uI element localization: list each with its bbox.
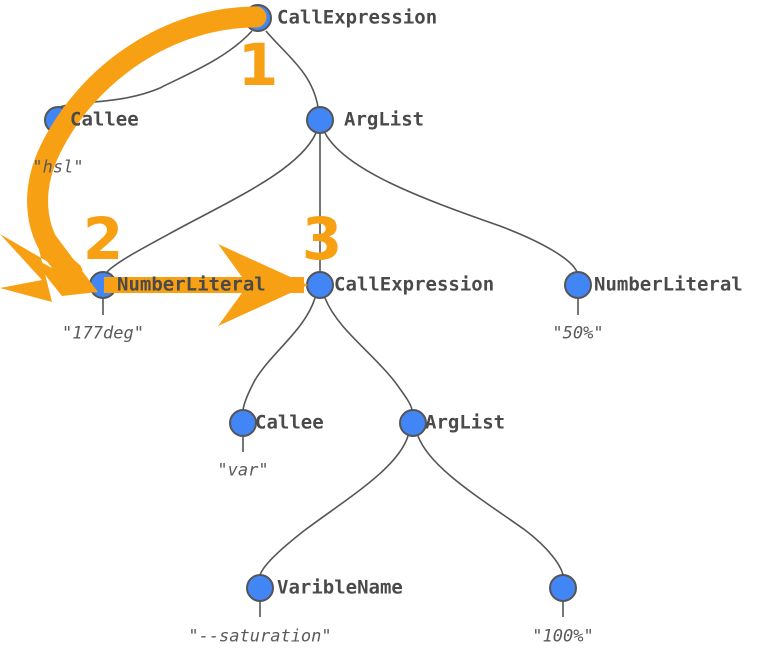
arrowhead-curved-outer (0, 234, 96, 302)
label-arglist-inner: ArgList (425, 411, 506, 434)
node-callee-var[interactable] (229, 409, 257, 437)
node-numberliteral-50[interactable] (564, 271, 592, 299)
edges-layer (59, 30, 578, 576)
arrowhead-curved-inner (30, 220, 98, 296)
edge-call2-callee (242, 297, 316, 411)
value-numberliteral-177deg: "177deg" (62, 323, 144, 344)
step-number-2: 2 (82, 205, 124, 273)
value-callee-hsl: "hsl" (32, 157, 84, 178)
step-number-3: 3 (301, 205, 343, 273)
value-numberliteral-100: "100%" (532, 626, 594, 647)
arrow-curved-root-to-num177 (27, 6, 267, 283)
label-callee-hsl: Callee (70, 108, 139, 131)
node-numberliteral-100[interactable] (549, 574, 577, 602)
arrowhead-straight-call2 (218, 244, 308, 326)
label-numberliteral-50: NumberLiteral (594, 273, 743, 296)
edge-root-arglist (265, 30, 319, 108)
edge-call2-arglist (324, 297, 413, 411)
label-callee-var: Callee (255, 411, 324, 434)
label-inner-callexpression: CallExpression (334, 273, 495, 296)
label-numberliteral-177deg: NumberLiteral (117, 273, 266, 296)
node-inner-callexpression[interactable] (306, 271, 334, 299)
step-number-1: 1 (237, 31, 279, 99)
edge-arglist-num177 (106, 132, 317, 273)
edge-arglist2-num100 (417, 435, 564, 576)
label-variblename-saturation: VaribleName (277, 576, 403, 599)
node-arglist-outer[interactable] (306, 106, 334, 134)
value-variblename-saturation: "--saturation" (188, 626, 332, 647)
value-numberliteral-50: "50%" (552, 323, 604, 344)
edge-arglist2-varname (259, 435, 409, 576)
node-arglist-inner[interactable] (399, 409, 427, 437)
label-root-callexpression: CallExpression (277, 6, 438, 29)
value-callee-var: "var" (217, 460, 269, 481)
label-arglist-outer: ArgList (344, 108, 425, 131)
edge-arglist-num50 (324, 132, 578, 273)
nodes-layer (44, 4, 592, 602)
node-variblename-saturation[interactable] (246, 574, 274, 602)
annotation-arrows-layer (0, 6, 308, 326)
